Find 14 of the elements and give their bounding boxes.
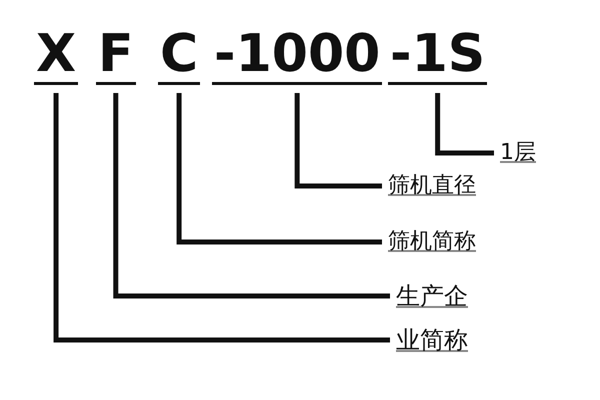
model-code-segment: -1000 bbox=[212, 26, 382, 85]
leader-line bbox=[435, 93, 494, 156]
model-code-segment: X bbox=[34, 26, 78, 85]
explanation-text: 生产企业简称 bbox=[396, 274, 468, 362]
leader-line bbox=[113, 93, 390, 298]
model-code-segment: F bbox=[96, 26, 136, 85]
explanation-text: 1层 bbox=[500, 138, 536, 168]
model-code-segment: -1S bbox=[388, 26, 488, 85]
leader-line bbox=[294, 93, 382, 188]
model-code-segment: C bbox=[158, 26, 200, 85]
explanation-text: 筛机直径 bbox=[388, 171, 476, 201]
explanation-text: 筛机简称 bbox=[388, 227, 476, 257]
leader-line bbox=[176, 93, 382, 244]
leader-line bbox=[54, 93, 390, 342]
